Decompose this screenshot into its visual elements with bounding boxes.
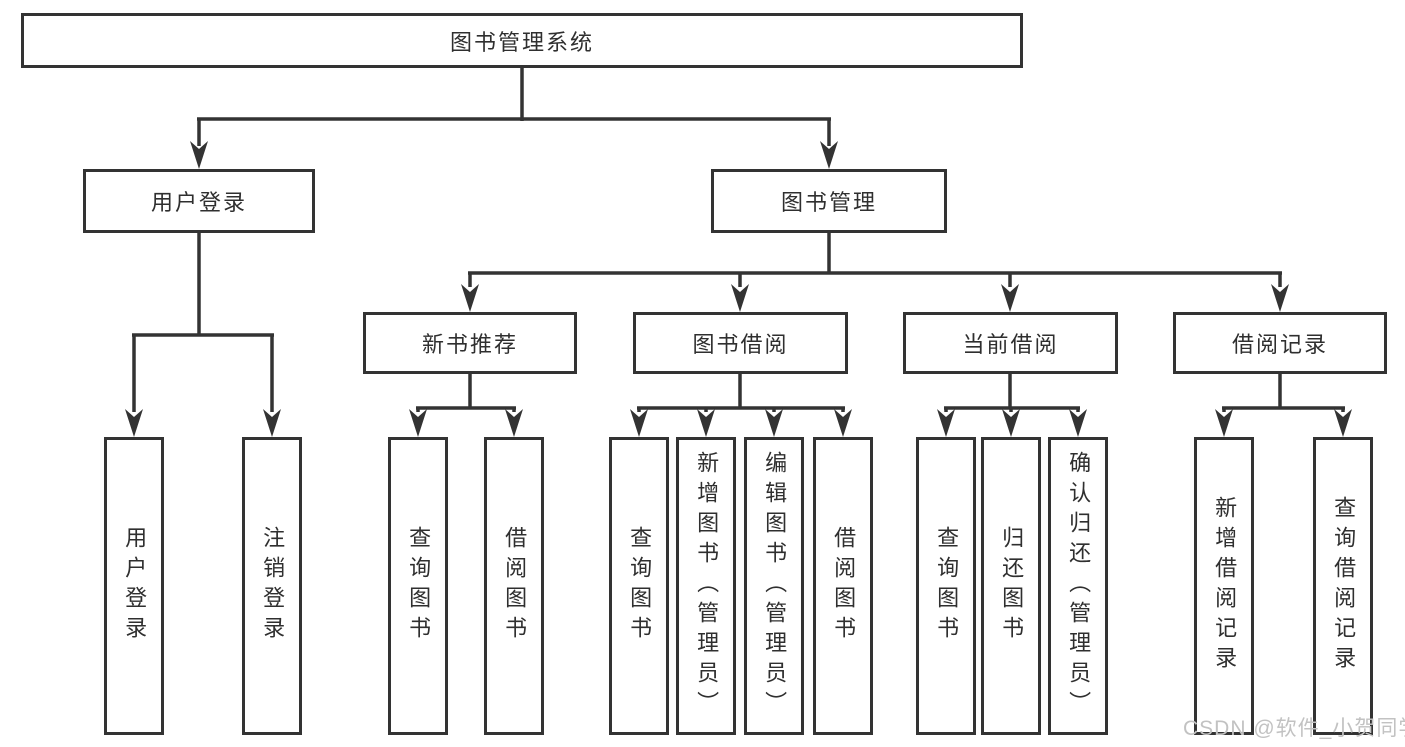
node-new-book-recommend: 新书推荐 [363, 312, 577, 374]
node-book-management: 图书管理 [711, 169, 947, 233]
leaf-label: 确认归还（管理员） [1066, 451, 1092, 721]
leaf-label: 查询图书 [627, 526, 653, 646]
arrow-icon [1002, 409, 1020, 437]
arrow-icon [409, 409, 427, 437]
arrow-icon [697, 409, 715, 437]
arrow-icon [630, 409, 648, 437]
leaf-label: 新增图书（管理员） [694, 451, 720, 721]
arrow-icon [125, 409, 143, 437]
leaf-add-borrow-record: 新增借阅记录 [1194, 437, 1254, 735]
node-label: 图书管理系统 [449, 29, 594, 55]
node-label: 图书管理 [780, 190, 877, 215]
arrow-icon [937, 409, 955, 437]
connector-current-borrow-to-leaves [944, 374, 1080, 412]
leaf-label: 借阅图书 [502, 526, 528, 646]
arrow-icon [765, 409, 783, 437]
leaf-borrow-books: 借阅图书 [813, 437, 873, 735]
connector-new-book-to-leaves [416, 374, 516, 412]
arrow-icon [1215, 409, 1233, 437]
arrow-icon [1069, 409, 1087, 437]
leaf-label: 查询借阅记录 [1331, 496, 1357, 676]
leaf-return-books: 归还图书 [981, 437, 1041, 735]
node-root-system: 图书管理系统 [21, 13, 1023, 68]
leaf-label: 查询图书 [934, 526, 960, 646]
leaf-borrow-books-recommend: 借阅图书 [484, 437, 544, 735]
node-current-borrow: 当前借阅 [903, 312, 1118, 374]
arrow-icon [1271, 284, 1289, 312]
node-label: 图书借阅 [692, 332, 789, 357]
leaf-confirm-return-admin: 确认归还（管理员） [1048, 437, 1108, 735]
node-user-login: 用户登录 [83, 169, 315, 233]
leaf-label: 用户登录 [122, 526, 148, 646]
arrow-icon [263, 409, 281, 437]
arrow-icon [731, 284, 749, 312]
arrow-icon [1001, 284, 1019, 312]
node-label: 借阅记录 [1231, 332, 1328, 357]
leaf-user-login: 用户登录 [104, 437, 164, 735]
leaf-label: 注销登录 [260, 526, 286, 646]
leaf-logout: 注销登录 [242, 437, 302, 735]
arrow-icon [834, 409, 852, 437]
node-label: 当前借阅 [962, 332, 1059, 357]
leaf-label: 借阅图书 [831, 526, 857, 646]
node-borrow-records: 借阅记录 [1173, 312, 1387, 374]
connector-book-management-to-level3 [468, 233, 1282, 287]
leaf-label: 查询图书 [406, 526, 432, 646]
node-label: 用户登录 [150, 190, 247, 215]
node-label: 新书推荐 [421, 332, 518, 357]
watermark: CSDN @软件_小贺同学 [1183, 717, 1405, 740]
node-book-borrow: 图书借阅 [633, 312, 848, 374]
leaf-query-books-current: 查询图书 [916, 437, 976, 735]
leaf-label: 归还图书 [999, 526, 1025, 646]
leaf-query-books-borrow: 查询图书 [609, 437, 669, 735]
connector-borrow-records-to-leaves [1222, 374, 1345, 412]
arrow-icon [190, 141, 208, 169]
arrow-icon [505, 409, 523, 437]
arrow-icon [820, 141, 838, 169]
leaf-query-books-recommend: 查询图书 [388, 437, 448, 735]
connector-user-login-to-leaves [132, 233, 274, 412]
connector-book-borrow-to-leaves [637, 374, 845, 412]
leaf-edit-books-admin: 编辑图书（管理员） [744, 437, 804, 735]
leaf-add-books-admin: 新增图书（管理员） [676, 437, 736, 735]
leaf-query-borrow-record: 查询借阅记录 [1313, 437, 1373, 735]
arrow-icon [1334, 409, 1352, 437]
arrow-icon [461, 284, 479, 312]
leaf-label: 编辑图书（管理员） [762, 451, 788, 721]
leaf-label: 新增借阅记录 [1212, 496, 1238, 676]
connector-root-to-level2 [197, 68, 831, 146]
